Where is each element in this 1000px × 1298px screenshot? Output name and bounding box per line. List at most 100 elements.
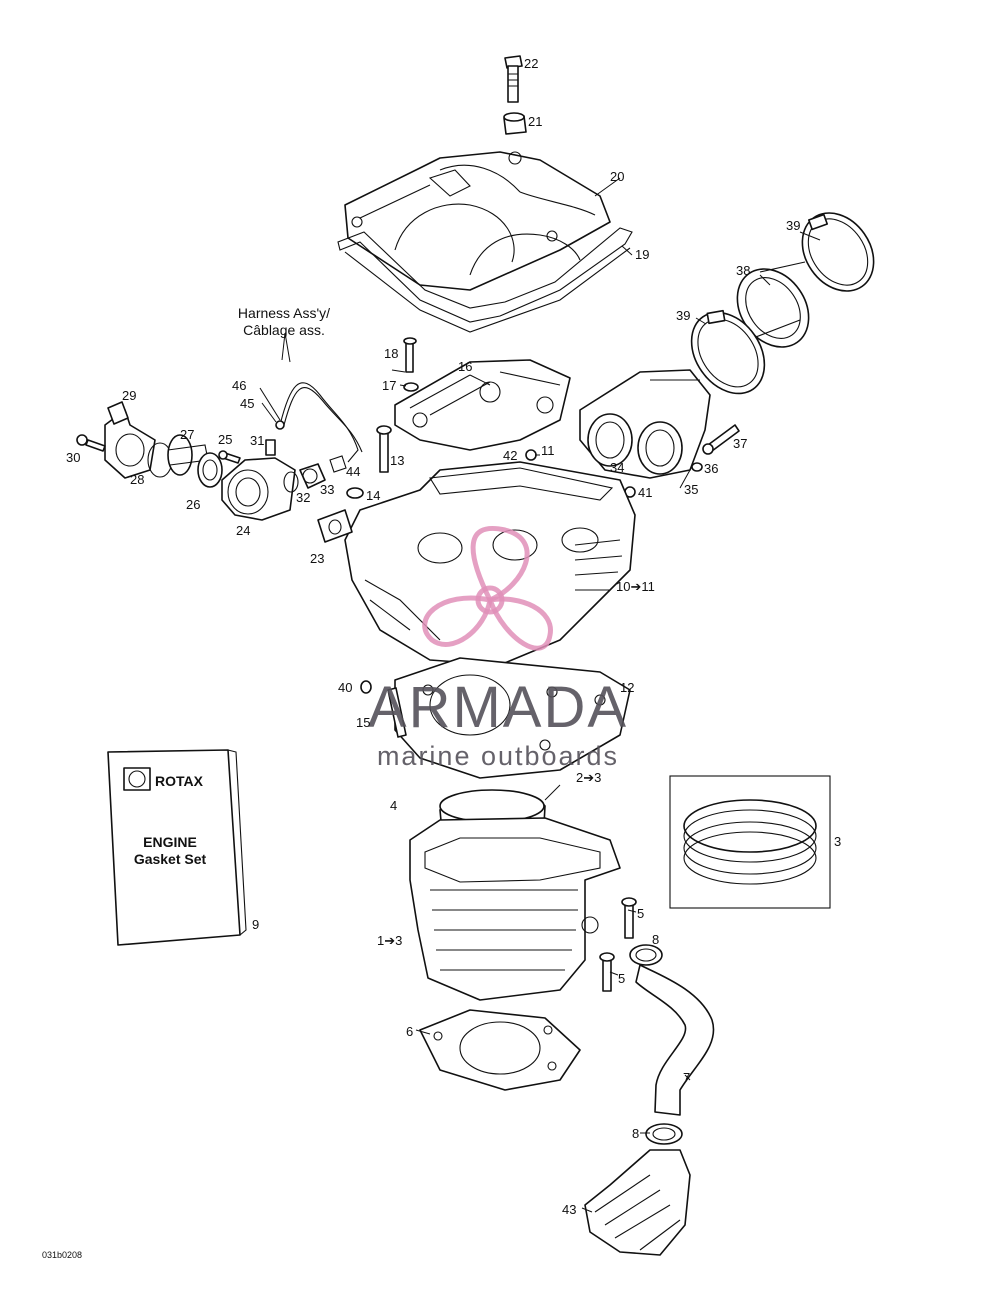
nut-21 xyxy=(503,112,527,135)
thermostat-housing-24 xyxy=(221,457,296,521)
fitting-33 xyxy=(299,463,326,489)
callout-24: 24 xyxy=(236,523,250,538)
sensor-31 xyxy=(265,439,276,456)
harness-label-line2: Câblage ass. xyxy=(243,322,325,338)
callout-8-upper: 8 xyxy=(652,932,659,947)
leader-lines xyxy=(259,177,821,1213)
callout-46: 46 xyxy=(232,378,246,393)
callout-34: 34 xyxy=(610,460,624,475)
callout-5-lower: 5 xyxy=(618,971,625,986)
clamp-8-upper xyxy=(629,944,663,966)
callout-37: 37 xyxy=(733,436,747,451)
intake-manifold xyxy=(579,369,711,479)
callout-39-upper: 39 xyxy=(786,218,800,233)
clamp-39-lower xyxy=(690,309,766,395)
callout-26: 26 xyxy=(186,497,200,512)
callout-10: 10➔11 xyxy=(616,579,655,594)
screw-37 xyxy=(702,424,740,455)
armada-logo xyxy=(422,526,553,651)
bolt-18 xyxy=(403,337,417,373)
callout-43: 43 xyxy=(562,1202,576,1217)
gasket-set-title-line1: ENGINE xyxy=(143,834,197,850)
callout-22: 22 xyxy=(524,56,538,71)
callout-8-lower: 8 xyxy=(632,1126,639,1141)
callout-31: 31 xyxy=(250,433,264,448)
callout-39-lower: 39 xyxy=(676,308,690,323)
thermostat-cover-29 xyxy=(104,401,156,479)
elbow-43 xyxy=(584,1149,691,1256)
seal-26 xyxy=(197,452,223,488)
callout-21: 21 xyxy=(528,114,542,129)
harness-cable xyxy=(275,382,363,463)
callouts: 22 21 20 19 39 38 39 18 16 17 46 45 29 2… xyxy=(66,56,841,1217)
screw-25 xyxy=(218,450,241,464)
callout-30: 30 xyxy=(66,450,80,465)
clamp-39-upper xyxy=(801,212,875,292)
callout-27: 27 xyxy=(180,427,194,442)
callout-28: 28 xyxy=(130,472,144,487)
callout-13: 13 xyxy=(390,453,404,468)
callout-14: 14 xyxy=(366,488,380,503)
callout-9: 9 xyxy=(252,917,259,932)
callout-25: 25 xyxy=(218,432,232,447)
dowel-40 xyxy=(360,680,372,694)
callout-6: 6 xyxy=(406,1024,413,1039)
callout-29: 29 xyxy=(122,388,136,403)
gasket-set-brand: ROTAX xyxy=(155,773,204,789)
base-gasket-6 xyxy=(419,1009,581,1091)
callout-40: 40 xyxy=(338,680,352,695)
washer-36 xyxy=(691,462,703,472)
watermark-tagline: marine outboards xyxy=(377,741,619,771)
gasket-23 xyxy=(317,509,353,543)
rocker-block-16 xyxy=(394,359,571,451)
gasket-set-9 xyxy=(107,749,247,946)
callout-38: 38 xyxy=(736,263,750,278)
drawing-reference: 031b0208 xyxy=(42,1250,82,1260)
valve-cover-20 xyxy=(344,151,611,291)
callout-41: 41 xyxy=(638,485,652,500)
clip-44 xyxy=(329,455,347,473)
bolt-5-lower xyxy=(599,952,615,992)
plug-14 xyxy=(346,487,364,499)
armada-watermark: ARMADA marine outboards xyxy=(368,526,628,771)
harness-label-line1: Harness Ass'y/ xyxy=(238,305,330,321)
cylinder-head-10 xyxy=(344,461,636,666)
callout-19: 19 xyxy=(635,247,649,262)
bolt-22 xyxy=(504,55,523,103)
hose-7 xyxy=(635,964,715,1116)
head-gasket-12 xyxy=(394,657,631,779)
valve-cover-gasket-19 xyxy=(337,227,633,333)
callout-36: 36 xyxy=(704,461,718,476)
callout-33: 33 xyxy=(320,482,334,497)
callout-45: 45 xyxy=(240,396,254,411)
callout-5-upper: 5 xyxy=(637,906,644,921)
stud-15 xyxy=(387,687,407,738)
bolt-5-upper xyxy=(621,897,637,939)
callout-3: 3 xyxy=(834,834,841,849)
callout-2: 2➔3 xyxy=(576,770,601,785)
callout-12: 12 xyxy=(620,680,634,695)
piston-rings-3 xyxy=(669,775,831,909)
callout-15: 15 xyxy=(356,715,370,730)
callout-20: 20 xyxy=(610,169,624,184)
plug-42 xyxy=(525,449,537,461)
cylinder-1 xyxy=(409,817,621,1001)
callout-1: 1➔3 xyxy=(377,933,402,948)
watermark-name: ARMADA xyxy=(368,675,628,740)
callout-35: 35 xyxy=(684,482,698,497)
callout-23: 23 xyxy=(310,551,324,566)
callout-11: 11 xyxy=(541,443,555,458)
callout-7: 7 xyxy=(683,1070,690,1085)
callout-42: 42 xyxy=(503,448,517,463)
washer-17 xyxy=(403,382,419,392)
o-ring-32 xyxy=(283,471,299,493)
callout-4: 4 xyxy=(390,798,397,813)
callout-16: 16 xyxy=(458,359,472,374)
callout-17: 17 xyxy=(382,378,396,393)
bolt-13 xyxy=(376,425,392,473)
callout-32: 32 xyxy=(296,490,310,505)
gasket-set-title-line2: Gasket Set xyxy=(134,851,207,867)
callout-18: 18 xyxy=(384,346,398,361)
thermostat-27 xyxy=(167,434,209,476)
